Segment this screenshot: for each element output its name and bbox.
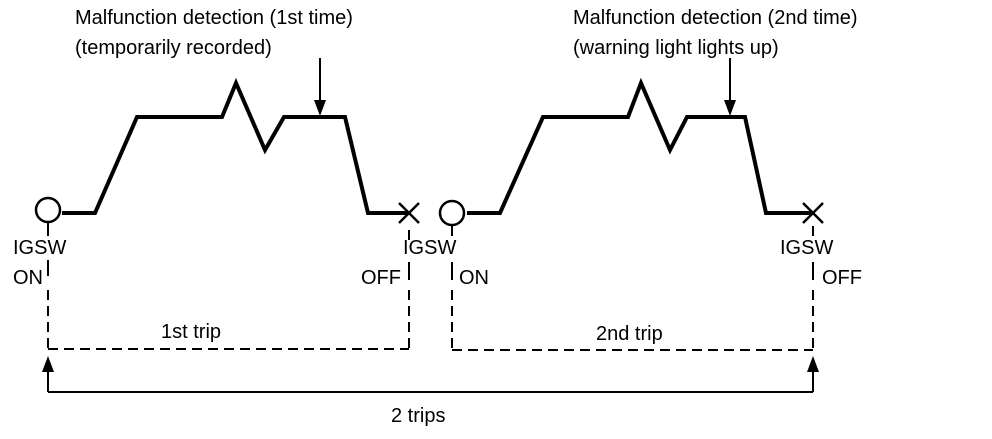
total-span-left-arrow-icon xyxy=(42,356,54,392)
first-trip-label: 1st trip xyxy=(161,321,221,343)
igsw-off-1-state: OFF xyxy=(361,267,401,289)
ignition-on-circle-icon xyxy=(34,196,62,224)
second-detection-title: Malfunction detection (2nd time) xyxy=(573,7,858,29)
ignition-off-cross-icon xyxy=(802,202,824,224)
igsw-on-1-label: IGSW xyxy=(13,237,66,259)
first-detection-subtitle: (temporarily recorded) xyxy=(75,37,272,59)
igsw-on-2-state: ON xyxy=(459,267,489,289)
first-trip-trace xyxy=(62,77,410,215)
igsw-off-2-state: OFF xyxy=(822,267,862,289)
ignition-on-circle-icon xyxy=(438,199,466,227)
second-trip-trace xyxy=(467,77,811,215)
igsw-on-1-state: ON xyxy=(13,267,43,289)
second-trip-label: 2nd trip xyxy=(596,323,663,345)
second-detection-subtitle: (warning light lights up) xyxy=(573,37,779,59)
first-detection-title: Malfunction detection (1st time) xyxy=(75,7,353,29)
total-trips-label: 2 trips xyxy=(391,405,445,427)
igsw-off-1-label: IGSW xyxy=(403,237,456,259)
second-detection-arrow-icon xyxy=(724,58,736,116)
ignition-off-cross-icon xyxy=(398,202,420,224)
total-span-right-arrow-icon xyxy=(807,356,819,392)
first-detection-arrow-icon xyxy=(314,58,326,116)
igsw-off-2-label: IGSW xyxy=(780,237,833,259)
